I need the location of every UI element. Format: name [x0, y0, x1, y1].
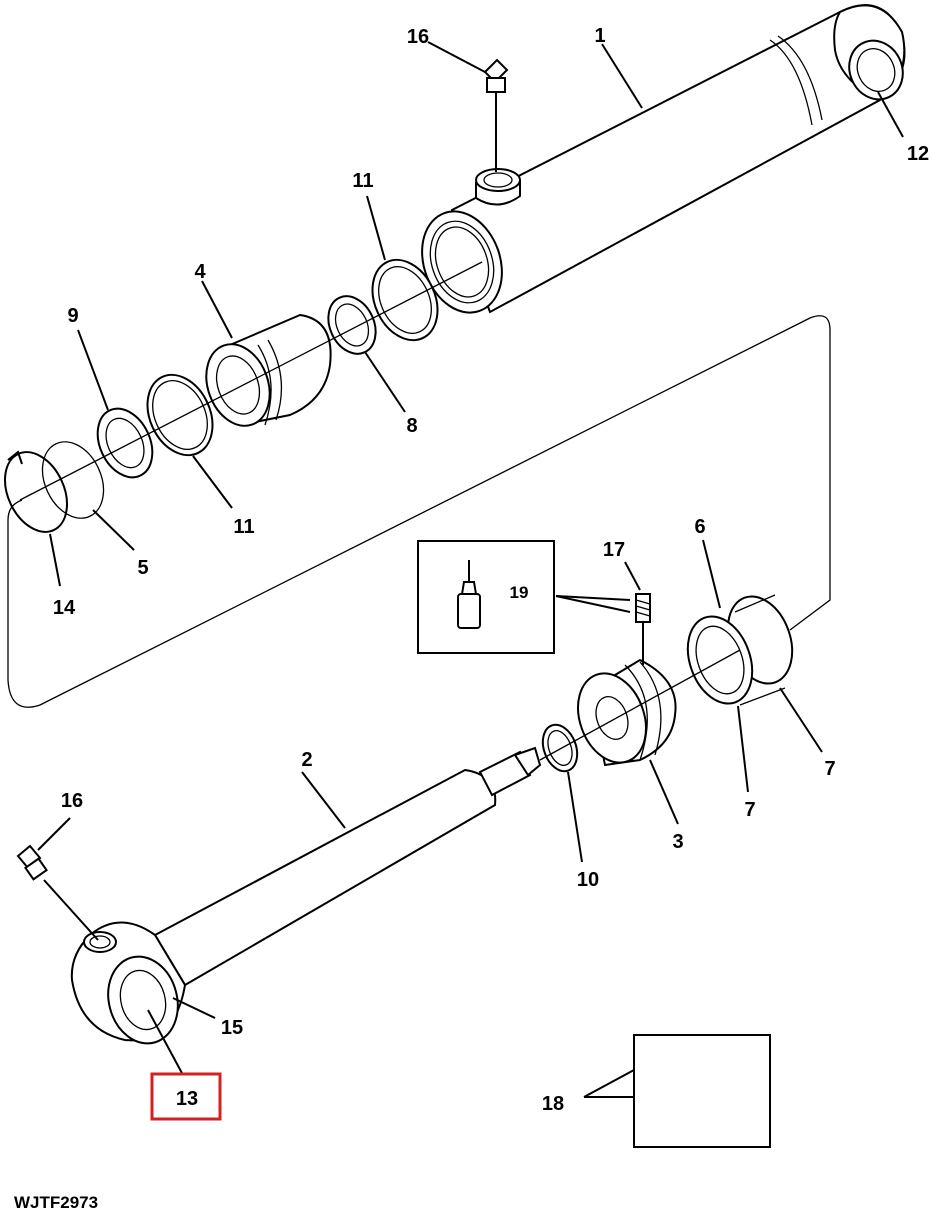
callout-10: 10 [577, 869, 599, 891]
callout-16-top: 16 [407, 26, 429, 48]
callout-6: 6 [694, 516, 705, 538]
callout-17: 17 [603, 539, 625, 561]
assembly-path-line [7, 315, 831, 708]
leader-19-b [555, 595, 631, 601]
part-box-18 [633, 1034, 771, 1148]
snap-ring-14 [4, 450, 68, 533]
o-ring-11-lower [146, 373, 214, 457]
gland-4 [205, 313, 332, 427]
callout-3: 3 [672, 831, 683, 853]
leader-19-a [555, 595, 631, 613]
callout-4: 4 [194, 261, 206, 283]
grease-fitting-top [483, 58, 509, 172]
callout-11-lower: 11 [233, 516, 254, 538]
callout-7-right: 7 [824, 758, 835, 780]
assembly-axis-lower [539, 649, 741, 761]
set-screw-17 [635, 593, 651, 665]
piston-seal-6 [686, 594, 794, 706]
callout-12: 12 [907, 143, 929, 165]
highlight-box-13 [150, 1072, 222, 1121]
wiper-seal-9 [96, 407, 154, 479]
leader-lines [37, 41, 904, 1076]
o-ring-10 [541, 723, 579, 773]
assembly-axis-upper [19, 261, 483, 501]
callout-13: 13 [176, 1088, 198, 1110]
ring-5 [41, 441, 105, 519]
figure-reference: WJTF2973 [14, 1193, 98, 1211]
callout-14: 14 [53, 597, 76, 619]
piston-3 [577, 658, 677, 767]
callout-5: 5 [137, 557, 148, 579]
callout-2: 2 [301, 749, 312, 771]
callout-15: 15 [221, 1017, 243, 1039]
callout-19: 19 [510, 583, 529, 602]
grease-fitting-lower [16, 844, 99, 941]
thread-locker-inset [417, 540, 555, 654]
callout-labels: 1 16 12 11 4 9 8 11 5 14 17 6 19 7 7 2 3… [53, 25, 929, 1115]
seal-8 [327, 295, 377, 355]
callout-9: 9 [67, 305, 78, 327]
piston-rod-2 [70, 746, 542, 1045]
callout-7-lower: 7 [744, 799, 755, 821]
callout-8: 8 [406, 415, 417, 437]
leader-18-a [583, 1069, 635, 1098]
callout-18: 18 [542, 1093, 564, 1115]
cylinder-barrel [421, 4, 906, 314]
callout-1: 1 [594, 25, 605, 47]
callout-16-lower: 16 [61, 790, 83, 812]
callout-11-upper: 11 [352, 170, 373, 192]
